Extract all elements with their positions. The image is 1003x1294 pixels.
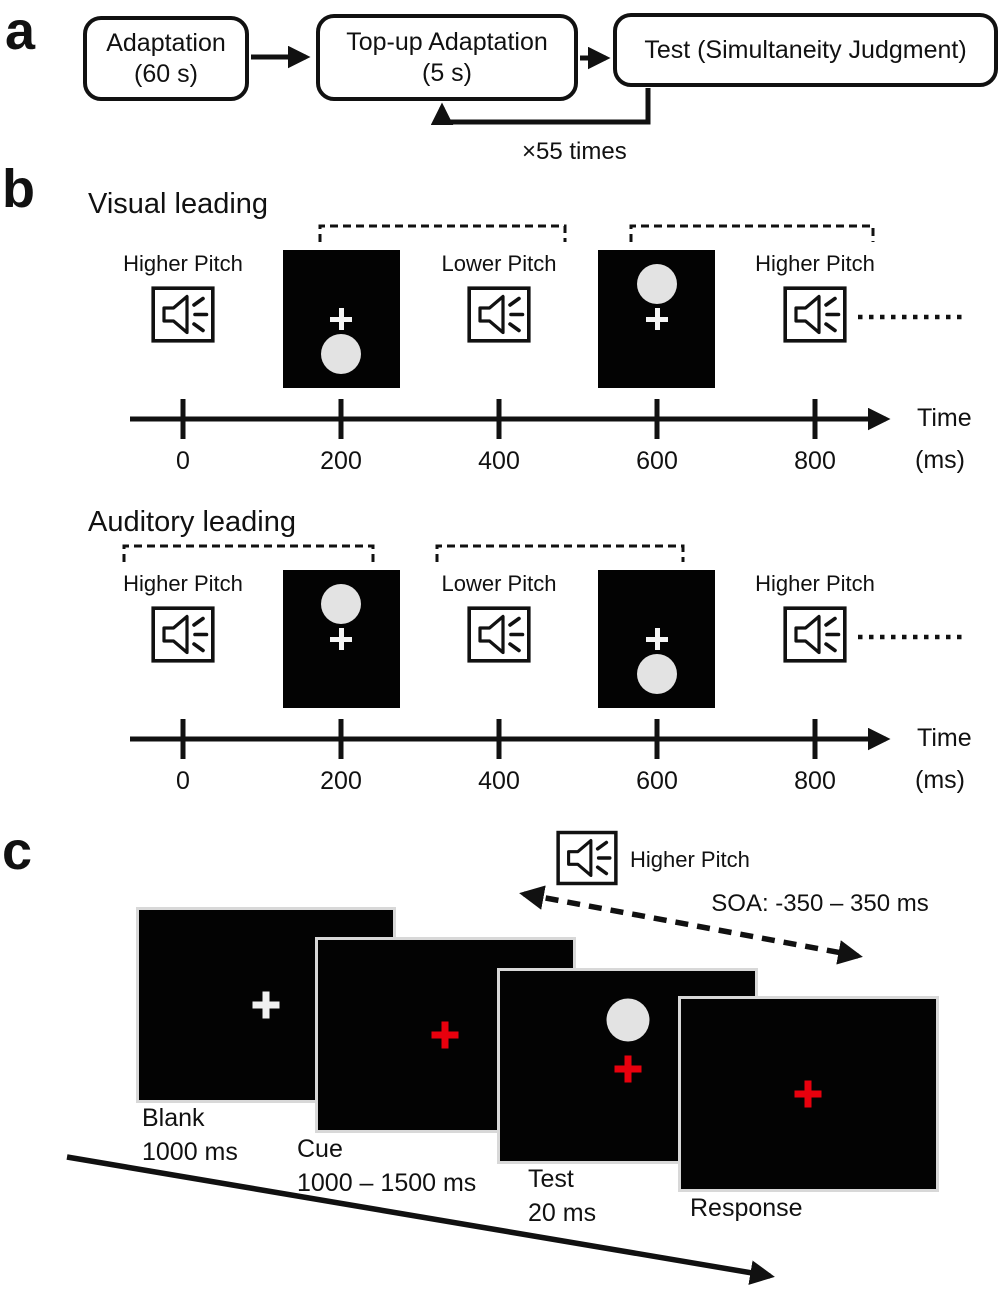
soa-range-label: SOA: -350 – 350 ms — [711, 890, 929, 917]
time-tick-label: 200 — [320, 767, 362, 795]
screen-caption-response: Response — [690, 1191, 803, 1225]
time-tick-label: 0 — [176, 447, 190, 475]
screen-duration: 20 ms — [528, 1199, 597, 1227]
fixation-cross — [794, 1080, 822, 1108]
time-tick-label: 800 — [794, 767, 836, 795]
sound-pitch-label: Higher Pitch — [123, 251, 243, 276]
speaker-icon — [783, 606, 847, 663]
fixation-cross — [431, 1021, 459, 1049]
speaker-icon — [151, 606, 215, 663]
flow-box-text: (5 s) — [422, 58, 472, 87]
sound-pitch-label: Higher Pitch — [630, 847, 750, 872]
fixation-cross — [614, 1055, 642, 1083]
screen-name: Response — [690, 1194, 803, 1222]
time-tick-label: 600 — [636, 767, 678, 795]
speaker-icon — [556, 830, 618, 886]
speaker-icon — [467, 286, 531, 343]
sound-pitch-label: Higher Pitch — [123, 571, 243, 596]
fixation-cross — [330, 308, 352, 330]
av-pairing-bracket — [122, 544, 375, 562]
stimulus-screen-visual-first — [283, 250, 400, 388]
time-axis-ticks — [180, 719, 818, 759]
flow-box-adaptation: Adaptation (60 s) — [83, 16, 249, 101]
flow-box-test: Test (Simultaneity Judgment) — [613, 13, 998, 87]
screen-caption-test: Test 20 ms — [528, 1162, 596, 1230]
visual-leading-title: Visual leading — [88, 188, 269, 220]
flow-box-text: Adaptation — [106, 28, 226, 57]
speaker-icon — [783, 286, 847, 343]
av-pairing-bracket — [629, 224, 875, 242]
sound-pitch-label: Lower Pitch — [441, 251, 557, 276]
panel-c-label: c — [2, 821, 33, 881]
fixation-cross — [646, 308, 668, 330]
flow-box-text: Top-up Adaptation — [346, 27, 548, 56]
stimulus-screen-auditory-first — [283, 570, 400, 708]
panel-a-label: a — [5, 1, 36, 61]
stimulus-screen-auditory-second — [598, 570, 715, 708]
screen-name: Blank — [142, 1104, 205, 1132]
sound-pitch-label: Higher Pitch — [755, 251, 875, 276]
visual-stimulus-circle — [637, 654, 677, 694]
flow-box-topup-adaptation: Top-up Adaptation (5 s) — [316, 14, 578, 101]
time-tick-label: 800 — [794, 447, 836, 475]
visual-stimulus-circle — [637, 264, 677, 304]
screen-duration: 1000 – 1500 ms — [297, 1169, 477, 1197]
visual-stimulus-circle — [606, 998, 650, 1042]
flow-box-text: Test (Simultaneity Judgment) — [644, 35, 967, 64]
time-axis-label: Time — [917, 404, 972, 432]
fixation-cross — [646, 628, 668, 650]
time-tick-label: 200 — [320, 447, 362, 475]
sound-pitch-label: Lower Pitch — [441, 571, 557, 596]
screen-name: Test — [528, 1165, 574, 1193]
screen-caption-cue: Cue 1000 – 1500 ms — [297, 1132, 476, 1200]
time-tick-label: 400 — [478, 447, 520, 475]
time-tick-label: 400 — [478, 767, 520, 795]
time-tick-label: 0 — [176, 767, 190, 795]
sound-pitch-label: Higher Pitch — [755, 571, 875, 596]
fixation-cross — [330, 628, 352, 650]
av-pairing-bracket — [435, 544, 685, 562]
auditory-leading-title: Auditory leading — [88, 506, 296, 538]
time-axis-ticks — [180, 399, 818, 439]
visual-stimulus-circle — [321, 584, 361, 624]
flow-box-text: (60 s) — [134, 59, 198, 88]
screen-duration: 1000 ms — [142, 1138, 238, 1166]
fixation-cross — [252, 991, 280, 1019]
av-pairing-bracket — [318, 224, 567, 242]
time-tick-label: 600 — [636, 447, 678, 475]
time-axis-unit: (ms) — [915, 446, 965, 474]
visual-stimulus-circle — [321, 334, 361, 374]
panel-b-label: b — [2, 159, 35, 219]
trial-screen-response — [678, 996, 939, 1192]
speaker-icon — [151, 286, 215, 343]
screen-caption-blank: Blank 1000 ms — [142, 1101, 238, 1169]
repeat-count-label: ×55 times — [522, 138, 627, 165]
screen-name: Cue — [297, 1135, 343, 1163]
speaker-icon — [467, 606, 531, 663]
time-axis-label: Time — [917, 724, 972, 752]
stimulus-screen-visual-second — [598, 250, 715, 388]
time-axis-unit: (ms) — [915, 766, 965, 794]
